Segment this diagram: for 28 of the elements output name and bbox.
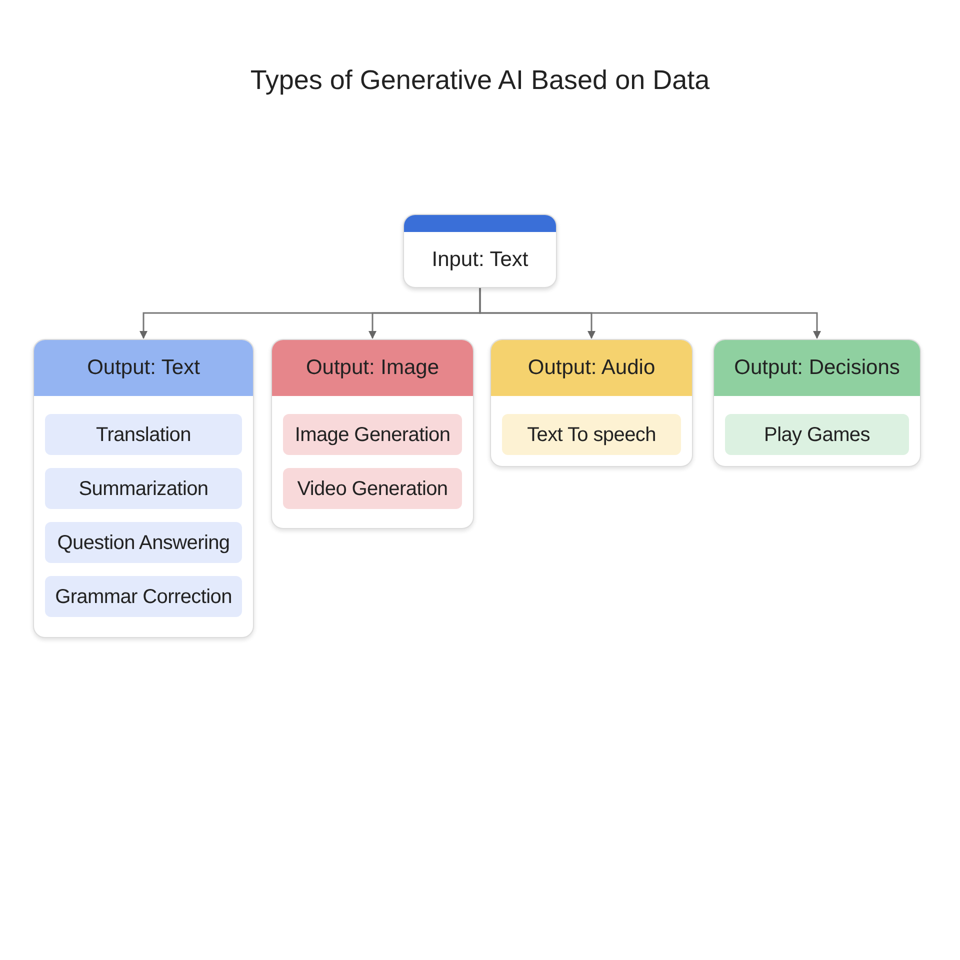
card-header: Output: Audio — [528, 355, 656, 382]
item-pill — [283, 414, 462, 455]
category-card — [33, 339, 254, 638]
item-label: Image Generation — [294, 422, 450, 448]
connector-arrow — [479, 288, 821, 339]
item-label: Video Generation — [297, 476, 448, 502]
category-card — [713, 339, 921, 467]
category-card — [490, 339, 693, 467]
item-label: Grammar Correction — [55, 584, 232, 610]
card-title: Input: Text — [432, 246, 528, 273]
input-card — [403, 214, 557, 288]
item-label: Question Answering — [57, 530, 230, 556]
category-card — [271, 339, 474, 529]
item-pill — [45, 522, 242, 563]
item-pill — [45, 414, 242, 455]
card-header: Output: Decisions — [734, 355, 900, 382]
item-pill — [45, 576, 242, 617]
item-pill — [725, 414, 909, 455]
item-pill — [283, 468, 462, 509]
card-header: Output: Text — [87, 355, 200, 382]
item-label: Summarization — [78, 476, 208, 502]
item-pill — [45, 468, 242, 509]
item-label: Play Games — [764, 422, 870, 448]
item-label: Text To speech — [527, 422, 656, 448]
card-header: Output: Image — [306, 355, 440, 382]
item-label: Translation — [96, 422, 191, 448]
item-pill — [502, 414, 681, 455]
diagram-title: Types of Generative AI Based on Data — [250, 64, 710, 97]
